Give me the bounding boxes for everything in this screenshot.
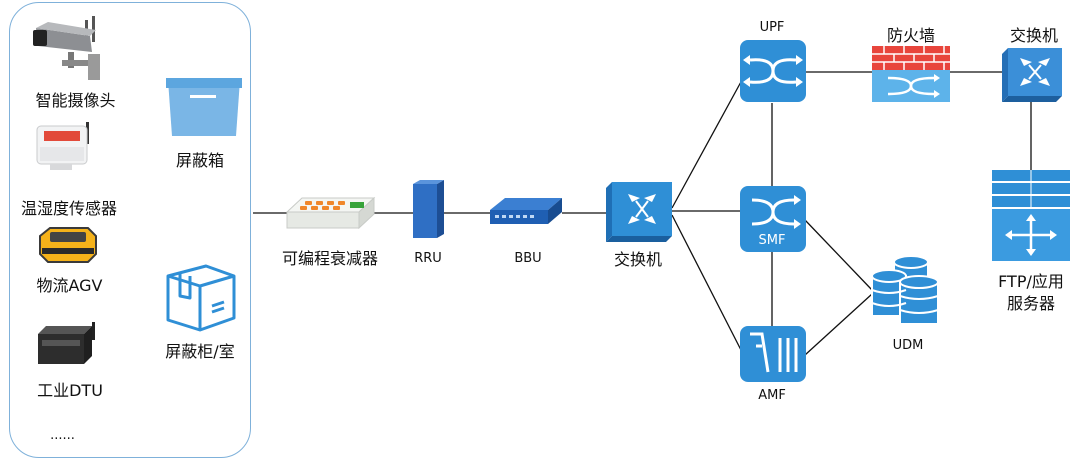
server-label-line2: 服务器 (986, 290, 1076, 314)
server-label-line1: FTP/应用 (986, 268, 1076, 292)
